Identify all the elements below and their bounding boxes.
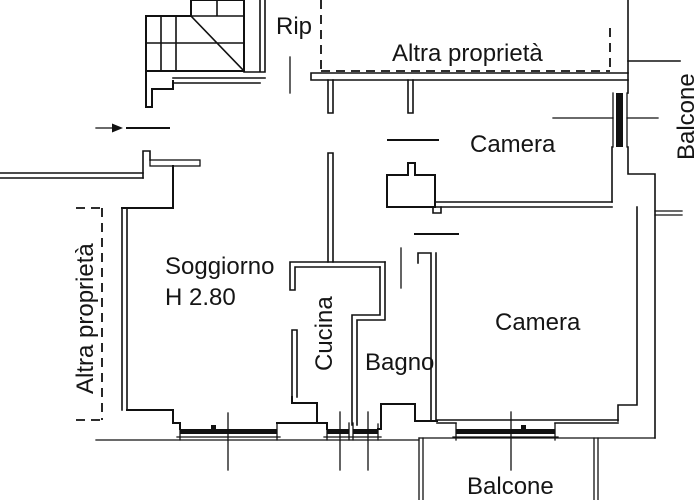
cucina-bagno-wall (351, 261, 386, 426)
soggiorno-left-wall (121, 207, 128, 411)
area-label-altra-proprieta-left: Altra proprietà (72, 243, 99, 394)
camera-bottom-right-wall (617, 206, 638, 422)
bottom-balcony (95, 437, 656, 500)
room-label-bagno: Bagno (365, 349, 434, 376)
stair-right-wall (243, 0, 266, 73)
camera-bottom-walls (417, 206, 638, 424)
staircase (145, 0, 246, 73)
duct-outline (386, 162, 436, 208)
hall-partition-left (327, 79, 334, 114)
room-label-soggiorno: Soggiorno (165, 253, 274, 280)
landing-bottom-wall (172, 77, 266, 84)
bottom-outer-edge (95, 437, 656, 441)
right-wall-lower (611, 146, 656, 439)
balcony-rails (418, 437, 599, 500)
balcony-door-step (377, 403, 438, 430)
window-latch-soggiorno (211, 425, 216, 429)
staircase-treads (145, 0, 245, 72)
room-label-rip: Rip (276, 13, 312, 40)
right-side-walls (552, 0, 683, 439)
window-ticks-center (339, 411, 369, 471)
room-label-camera-top: Camera (470, 131, 556, 158)
door-symbols (400, 233, 459, 289)
camera-top-bottom-wall (434, 201, 613, 208)
entrance-jamb (142, 150, 151, 179)
entrance-door-leaf (149, 159, 201, 167)
soggiorno-top-wall (121, 165, 174, 209)
cucina-left-wall (291, 329, 298, 398)
soggiorno-bottom-wall (126, 409, 181, 430)
hall-partition-right (407, 79, 414, 114)
stair-landing-walls (145, 0, 291, 108)
soggiorno-cucina-wall (327, 152, 334, 263)
camera-bottom-bottom-wall (436, 419, 619, 424)
room-label-soggiorno-height: H 2.80 (165, 284, 236, 311)
duct-notch (432, 206, 442, 214)
left-top-wall (0, 172, 144, 179)
room-label-camera-bottom: Camera (495, 309, 581, 336)
dashed-boundaries (76, 0, 611, 421)
window-bar-bagno (353, 429, 378, 434)
cucina-walls (289, 152, 386, 430)
window-latch-camera (521, 425, 526, 429)
window-bar-camera (456, 429, 555, 434)
staircase-diagonal (189, 14, 246, 73)
window-casing-camera (452, 423, 559, 441)
top-wall (310, 72, 629, 81)
window-bar-cucina (327, 429, 349, 434)
cucina-bottom-step (291, 396, 328, 430)
window-casing-right (612, 92, 628, 148)
window-bar-right (616, 93, 623, 147)
bottom-windows (176, 403, 559, 471)
entrance (95, 123, 201, 179)
cucina-top-wall (289, 261, 386, 291)
right-balcony-divider (654, 210, 683, 216)
understair-step-wall (145, 70, 174, 108)
room-label-cucina: Cucina (311, 296, 338, 371)
window-mullion (323, 422, 382, 441)
outer-walls (0, 72, 629, 179)
room-label-balcone-bottom: Balcone (467, 473, 554, 500)
room-label-balcone-right: Balcone (673, 73, 700, 160)
camera-bottom-left-wall (417, 252, 437, 422)
dashed-boundary-left (76, 207, 103, 421)
entrance-arrow-head (112, 123, 123, 133)
area-label-altra-proprieta-top: Altra proprietà (392, 40, 543, 67)
dashed-boundary-top (321, 28, 611, 72)
duct-block (386, 162, 442, 214)
camera-top-walls (387, 139, 613, 208)
